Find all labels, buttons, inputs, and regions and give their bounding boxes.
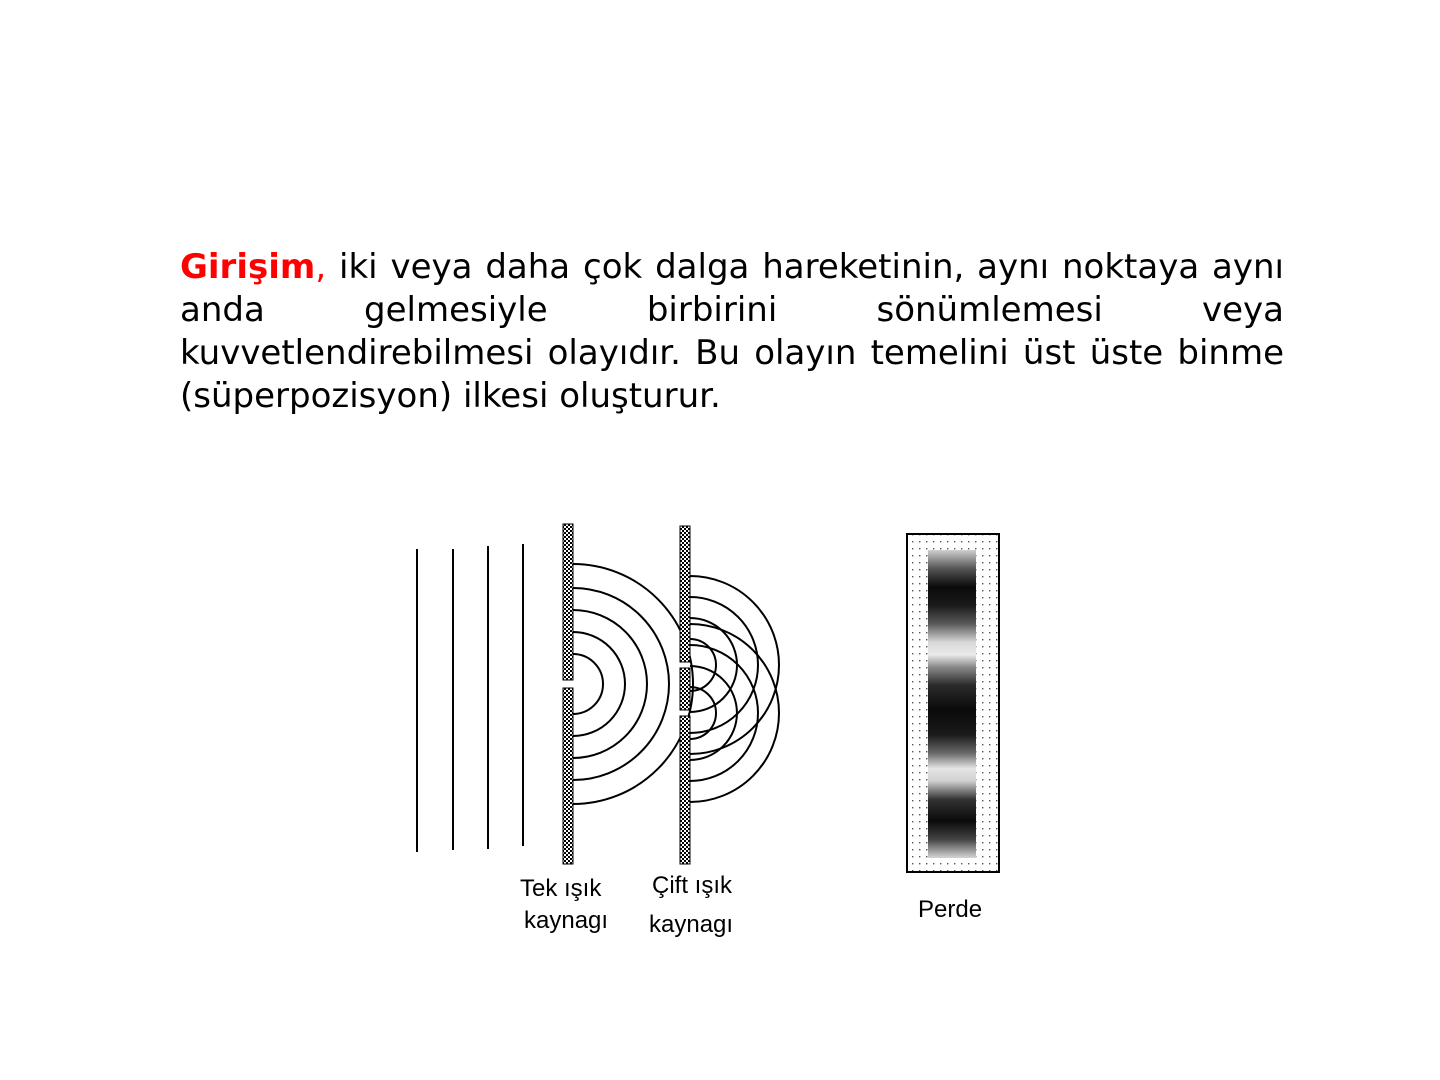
screen-fringe-pattern [906,533,1000,873]
single-source-label-line1: Tek ışık [520,875,602,902]
single-source-label-line2: kaynagı [524,907,608,934]
single-slit-waves [572,563,694,805]
double-slit-barrier [679,525,691,865]
definition-text: iki veya daha çok dalga hareketinin, ayn… [180,247,1284,416]
term-comma: , [315,247,327,287]
single-slit-barrier [562,523,574,865]
double-source-label-line2: kaynagı [649,911,733,938]
double-slit-waves-lower [689,623,780,803]
plane-wavefronts [416,544,524,852]
term-girisim: Girişim [180,247,316,287]
definition-paragraph: Girişim, iki veya daha çok dalga hareket… [180,246,1284,418]
screen-label: Perde [918,896,982,923]
double-source-label-line1: Çift ışık [652,872,733,899]
